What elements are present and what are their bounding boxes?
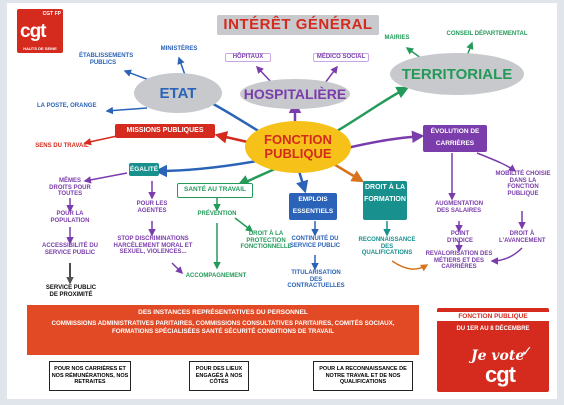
link-evolution <box>346 130 425 150</box>
etat-child-etablissements: ÉTABLISSEMENTS PUBLICS <box>79 53 134 66</box>
vote-cgt-mark: cgt <box>485 362 516 387</box>
evolution-carrieres-node: ÉVOLUTION DE CARRIÈRES <box>423 125 487 152</box>
missions-publiques-node: MISSIONS PUBLIQUES <box>115 124 215 138</box>
egalite-accessibilite: ACCESSIBILITÉ DU SERVICE PUBLIC <box>42 243 99 256</box>
sante-au-travail-node: SANTÉ AU TRAVAIL <box>177 183 253 198</box>
evolution-revalorisation: REVALORISATION DES MÉTIERS ET DES CARRIÈ… <box>425 251 493 271</box>
droit-formation-node: DROIT À LA FORMATION <box>363 181 407 220</box>
vote-je-vote: Je vote <box>471 348 525 364</box>
sante-protection: DROIT À LA PROTECTION FONCTIONNELLE <box>240 231 292 251</box>
egalite-population: POUR LA POPULATION <box>50 211 90 224</box>
missions-child-sens: SENS DU TRAVAIL <box>35 143 89 149</box>
vote-checkmark-icon: ✓ <box>521 344 533 360</box>
cgt-logo: CGT FP cgt HAUTS DE SEINE <box>17 9 63 53</box>
sante-prevention: PRÉVENTION <box>197 211 237 217</box>
evolution-avancement: DROIT À L'AVANCEMENT <box>499 231 546 244</box>
cgt-logo-badge: CGT FP <box>42 11 61 17</box>
terr-child-mairies: MAIRIES <box>384 35 410 41</box>
emplois-continuite: CONTINUITÉ DU SERVICE PUBLIC <box>289 236 341 249</box>
hospitaliere-node: HOSPITALIÈRE <box>240 79 350 109</box>
terr-child-conseil: CONSEIL DÉPARTEMENTAL <box>446 31 528 37</box>
hosp-child-hopitaux: HÔPITAUX <box>225 53 271 62</box>
hospitaliere-title: HOSPITALIÈRE <box>243 86 347 102</box>
link-territoriale <box>336 86 410 133</box>
evolution-mobilite: MOBILITÉ CHOISIE DANS LA FONCTION PUBLIQ… <box>495 171 551 198</box>
cgt-logo-mark: cgt <box>20 21 46 42</box>
etat-node: ETAT <box>134 73 222 113</box>
link-egalite <box>154 159 258 178</box>
territoriale-node: TERRITORIALE <box>390 53 524 95</box>
hosp-child-medico: MÉDICO SOCIAL <box>313 53 369 62</box>
bottom-box-carrieres: POUR NOS CARRIÈRES ET NOS RÉMUNÉRATIONS,… <box>49 361 131 391</box>
vote-title-band: FONCTION PUBLIQUE <box>437 312 549 321</box>
egalite-agentes: POUR LES AGENTES <box>136 201 168 214</box>
instances-banner: DES INSTANCES REPRÉSENTATIVES DU PERSONN… <box>27 305 419 355</box>
etat-child-poste: LA POSTE, ORANGE <box>37 103 97 109</box>
vote-line-2: DU 1ER AU 8 DÉCEMBRE <box>456 326 530 332</box>
vote-line-1: FONCTION PUBLIQUE <box>458 313 528 320</box>
link-emplois <box>296 170 309 194</box>
instances-body: COMMISSIONS ADMINISTRATIVES PARITAIRES, … <box>51 320 395 336</box>
vote-card: FONCTION PUBLIQUE DU 1ER AU 8 DÉCEMBRE J… <box>437 308 549 392</box>
link-sante <box>236 166 278 187</box>
center-line-2: PUBLIQUE <box>264 146 332 161</box>
mind-map-board: CGT FP cgt HAUTS DE SEINE INTÉRÊT GÉNÉRA… <box>7 3 557 399</box>
bottom-box-reconnaissance: POUR LA RECONNAISSANCE DE NOTRE TRAVAIL … <box>313 361 413 391</box>
sante-accompagnement: ACCOMPAGNEMENT <box>185 273 247 279</box>
center-line-1: FONCTION <box>264 132 332 147</box>
instances-title: DES INSTANCES REPRÉSENTATIVES DU PERSONN… <box>138 309 308 316</box>
etat-title: ETAT <box>159 84 197 102</box>
cgt-logo-region: HAUTS DE SEINE <box>23 46 57 51</box>
territoriale-title: TERRITORIALE <box>401 65 513 83</box>
link-formation <box>331 161 365 183</box>
egalite-stop-discriminations: STOP DISCRIMINATIONS HARCÈLEMENT MORAL E… <box>113 236 193 256</box>
emplois-titularisation: TITULARISATION DES CONTRACTUELLES <box>287 270 345 290</box>
interet-general-title: INTÉRÊT GÉNÉRAL <box>217 15 379 35</box>
emplois-essentiels-node: EMPLOIS ESSENTIELS <box>289 193 337 220</box>
fonction-publique-center: FONCTION PUBLIQUE <box>245 121 351 173</box>
etat-child-ministeres: MINISTÈRES <box>160 46 198 52</box>
evolution-salaires: AUGMENTATION DES SALAIRES <box>434 201 484 214</box>
egalite-node: ÉGALITÉ <box>129 163 159 176</box>
egalite-proximite: SERVICE PUBLIC DE PROXIMITÉ <box>45 285 97 298</box>
bottom-box-lieux: POUR DES LIEUX ENGAGÉS À NOS CÔTÉS <box>189 361 249 391</box>
formation-reconnaissance: RECONNAISSANCE DES QUALIFICATIONS <box>358 237 416 257</box>
evolution-point-indice: POINT D'INDICE <box>446 231 474 244</box>
egalite-memes-droits: MÊMES DROITS POUR TOUTES <box>49 178 91 198</box>
connector-lines <box>66 41 526 285</box>
